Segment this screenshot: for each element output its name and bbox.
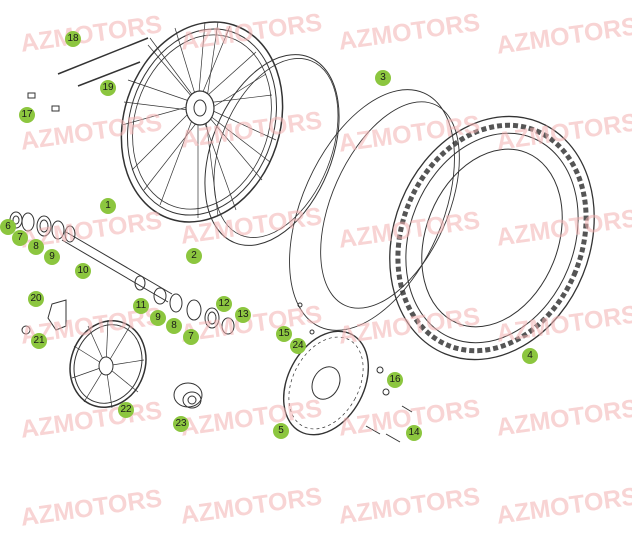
wheel-rim [120,21,284,223]
callout-part-9b[interactable]: 9 [150,310,166,326]
callout-part-5[interactable]: 5 [273,423,289,439]
callout-part-2[interactable]: 2 [186,248,202,264]
front-hub-small [69,319,147,409]
bolts [297,302,413,443]
rim-band [204,54,340,246]
callout-part-10[interactable]: 10 [75,263,91,279]
brake-disc [282,330,370,436]
callout-part-3[interactable]: 3 [375,70,391,86]
callout-part-17[interactable]: 17 [19,107,35,123]
callout-part-24[interactable]: 24 [290,338,306,354]
callout-part-18[interactable]: 18 [65,31,81,47]
callout-part-22[interactable]: 22 [118,402,134,418]
callout-part-15[interactable]: 15 [276,326,292,342]
callout-part-13[interactable]: 13 [235,307,251,323]
callout-part-11[interactable]: 11 [133,298,149,314]
callout-part-7b[interactable]: 7 [183,329,199,345]
axle-parts-left [9,211,235,335]
callout-part-23[interactable]: 23 [173,416,189,432]
callout-part-21[interactable]: 21 [31,333,47,349]
callout-part-4[interactable]: 4 [522,348,538,364]
callout-part-6[interactable]: 6 [0,219,16,235]
callout-part-16[interactable]: 16 [387,372,403,388]
tire [389,115,595,361]
inner-tube [289,89,460,331]
callout-part-20[interactable]: 20 [28,291,44,307]
callout-part-1[interactable]: 1 [100,198,116,214]
callout-part-14[interactable]: 14 [406,425,422,441]
callout-part-19[interactable]: 19 [100,80,116,96]
callout-part-12[interactable]: 12 [216,296,232,312]
callout-part-7[interactable]: 7 [12,230,28,246]
callout-part-9[interactable]: 9 [44,249,60,265]
hub [173,382,203,409]
callout-part-8b[interactable]: 8 [166,318,182,334]
callout-part-8[interactable]: 8 [28,239,44,255]
spacer-bracket [47,299,67,331]
spoke [77,61,141,87]
spoke [57,37,149,75]
